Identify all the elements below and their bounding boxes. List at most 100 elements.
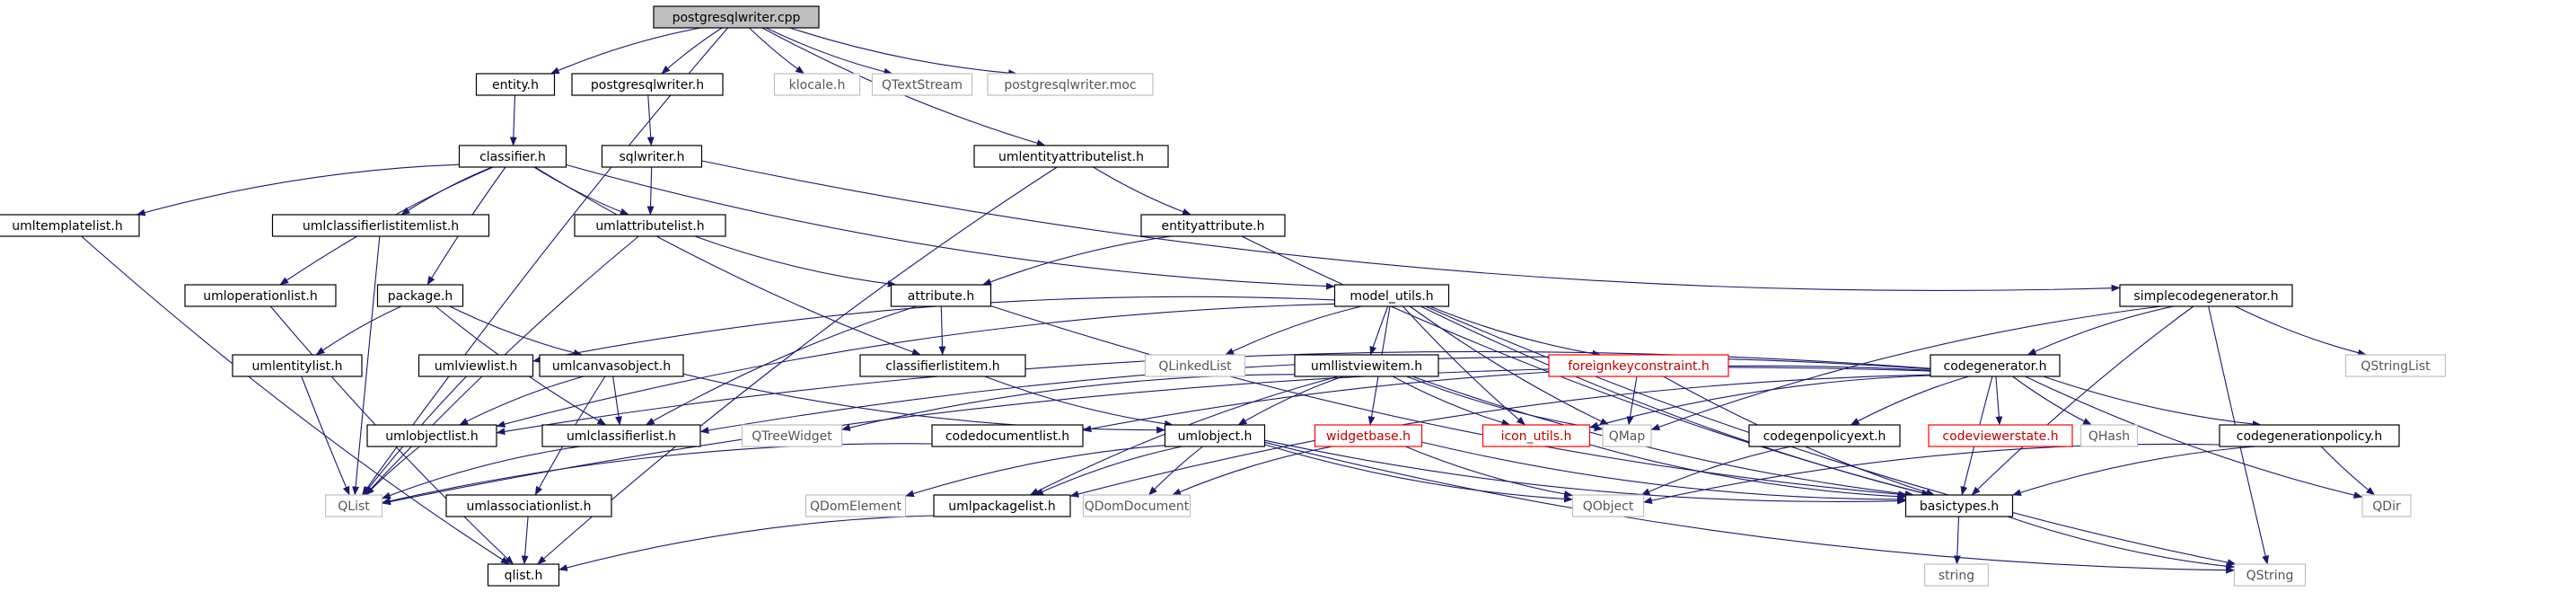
node-model-utils-h[interactable]: model_utils.h bbox=[1333, 284, 1450, 307]
edge-simplecodegenerator_h-to-QStringList bbox=[2235, 305, 2367, 357]
node-QDomDocument[interactable]: QDomDocument bbox=[1082, 494, 1191, 517]
node-entity-h[interactable]: entity.h bbox=[475, 73, 556, 96]
node-umllistviewitem-h[interactable]: umllistviewitem.h bbox=[1294, 354, 1439, 377]
node-QTreeWidget[interactable]: QTreeWidget bbox=[741, 424, 843, 447]
node-QString[interactable]: QString bbox=[2233, 563, 2307, 587]
node-codegenerator-h[interactable]: codegenerator.h bbox=[1930, 354, 2061, 377]
node-postgresqlwriter-moc[interactable]: postgresqlwriter.moc bbox=[987, 73, 1154, 96]
node-widgetbase-h[interactable]: widgetbase.h bbox=[1314, 424, 1423, 447]
node-box bbox=[987, 73, 1154, 96]
node-umloperationlist-h[interactable]: umloperationlist.h bbox=[184, 284, 337, 307]
node-icon-utils-h[interactable]: icon_utils.h bbox=[1481, 424, 1591, 447]
node-label: sqlwriter.h bbox=[619, 150, 684, 164]
edge-icon_utils_h-to-basictypes_h bbox=[1589, 444, 1906, 500]
node-QLinkedList[interactable]: QLinkedList bbox=[1144, 354, 1246, 377]
edge-postgresqlwriter_cpp-to-postgresqlwriter_moc bbox=[789, 27, 1017, 77]
node-umlpackagelist-h[interactable]: umlpackagelist.h bbox=[933, 494, 1071, 517]
edge-postgresqlwriter_cpp-to-QTextStream bbox=[765, 27, 893, 75]
node-entityattribute-h[interactable]: entityattribute.h bbox=[1140, 214, 1286, 237]
edge-umlattributelist_h-to-attribute_h bbox=[694, 235, 897, 287]
node-codeviewerstate-h[interactable]: codeviewerstate.h bbox=[1928, 424, 2073, 447]
edge-umlobject_h-to-QDomElement bbox=[905, 445, 1165, 498]
node-box bbox=[2119, 284, 2293, 307]
node-box bbox=[376, 284, 464, 307]
node-classifierlistitem-h[interactable]: classifierlistitem.h bbox=[859, 354, 1026, 377]
node-umlentitylist-h[interactable]: umlentitylist.h bbox=[232, 354, 363, 377]
edge-umltemplatelist_h-to-qlist_h bbox=[81, 235, 510, 565]
edge-simplecodegenerator_h-to-QMap bbox=[1650, 305, 2162, 431]
node-umlclassifierlistitemlist-h[interactable]: umlclassifierlistitemlist.h bbox=[271, 214, 490, 237]
node-QStringList[interactable]: QStringList bbox=[2344, 354, 2447, 377]
edge-codegenerator_h-to-QDir bbox=[2025, 376, 2363, 499]
node-label: umlassociationlist.h bbox=[466, 499, 591, 514]
node-QMap[interactable]: QMap bbox=[1602, 424, 1652, 447]
node-umlattributelist-h[interactable]: umlattributelist.h bbox=[574, 214, 726, 237]
edge-codegenerator_h-to-codeviewerstate_h bbox=[1995, 376, 2003, 426]
node-postgresqlwriter-h[interactable]: postgresqlwriter.h bbox=[571, 73, 724, 96]
node-label: umltemplatelist.h bbox=[12, 219, 122, 234]
node-QTextStream[interactable]: QTextStream bbox=[871, 73, 973, 96]
node-QDir[interactable]: QDir bbox=[2361, 494, 2412, 517]
node-box bbox=[1140, 214, 1286, 237]
edge-umlobject_h-to-QObject bbox=[1264, 444, 1573, 503]
node-umlassociationlist-h[interactable]: umlassociationlist.h bbox=[445, 494, 612, 517]
node-codedocumentlist-h[interactable]: codedocumentlist.h bbox=[931, 424, 1084, 447]
node-postgresqlwriter-cpp[interactable]: postgresqlwriter.cpp bbox=[653, 5, 820, 29]
node-basictypes-h[interactable]: basictypes.h bbox=[1904, 494, 2014, 517]
node-box bbox=[1314, 424, 1423, 447]
node-label: postgresqlwriter.h bbox=[591, 78, 704, 93]
node-label: umllistviewitem.h bbox=[1311, 359, 1422, 374]
node-attribute-h[interactable]: attribute.h bbox=[890, 284, 992, 307]
edge-widgetbase_h-to-QDomDocument bbox=[1172, 446, 1333, 496]
node-qlist-h[interactable]: qlist.h bbox=[487, 563, 560, 587]
edge-codegenerator_h-to-codegenerationpolicy_h bbox=[2043, 376, 2262, 428]
node-box bbox=[2361, 494, 2412, 517]
node-codegenpolicyext-h[interactable]: codegenpolicyext.h bbox=[1748, 424, 1901, 447]
edge-umllistviewitem_h-to-umlobject_h bbox=[1237, 376, 1344, 426]
edge-postgresqlwriter_cpp-to-klocale_h bbox=[749, 27, 805, 75]
node-label: codedocumentlist.h bbox=[945, 429, 1069, 444]
node-classifier-h[interactable]: classifier.h bbox=[458, 145, 567, 168]
node-umlviewlist-h[interactable]: umlviewlist.h bbox=[418, 354, 534, 377]
node-box bbox=[2233, 563, 2307, 587]
edge-model_utils_h-to-foreignkeyconstraint_h bbox=[1429, 305, 1602, 358]
node-umlentityattributelist-h[interactable]: umlentityattributelist.h bbox=[973, 145, 1169, 168]
node-klocale-h[interactable]: klocale.h bbox=[773, 73, 861, 96]
node-QObject[interactable]: QObject bbox=[1571, 494, 1645, 517]
node-box bbox=[232, 354, 363, 377]
node-umlclassifierlist-h[interactable]: umlclassifierlist.h bbox=[541, 424, 701, 447]
edge-umlobject_h-to-QDomDocument bbox=[1148, 446, 1203, 496]
node-box bbox=[571, 73, 724, 96]
node-codegenerationpolicy-h[interactable]: codegenerationpolicy.h bbox=[2219, 424, 2400, 447]
node-label: package.h bbox=[388, 289, 453, 304]
edge-umlentitylist_h-to-QList bbox=[301, 376, 350, 496]
node-label: attribute.h bbox=[908, 289, 974, 304]
node-sqlwriter-h[interactable]: sqlwriter.h bbox=[601, 145, 703, 168]
node-package-h[interactable]: package.h bbox=[376, 284, 464, 307]
node-label: umloperationlist.h bbox=[203, 289, 318, 304]
node-label: umlattributelist.h bbox=[595, 219, 704, 234]
edge-foreignkeyconstraint_h-to-QMap bbox=[1626, 376, 1638, 426]
node-box bbox=[1602, 424, 1652, 447]
node-label: foreignkeyconstraint.h bbox=[1568, 359, 1710, 374]
node-umlobjectlist-h[interactable]: umlobjectlist.h bbox=[366, 424, 497, 447]
node-QDomElement[interactable]: QDomElement bbox=[804, 494, 907, 517]
node-umlcanvasobject-h[interactable]: umlcanvasobject.h bbox=[539, 354, 684, 377]
node-simplecodegenerator-h[interactable]: simplecodegenerator.h bbox=[2119, 284, 2293, 307]
node-QHash[interactable]: QHash bbox=[2079, 424, 2139, 447]
node-label: QHash bbox=[2088, 429, 2130, 444]
node-box bbox=[1164, 424, 1266, 447]
node-umlobject-h[interactable]: umlobject.h bbox=[1164, 424, 1266, 447]
node-box bbox=[2219, 424, 2400, 447]
node-string[interactable]: string bbox=[1923, 563, 1990, 587]
node-box bbox=[741, 424, 843, 447]
node-label: classifierlistitem.h bbox=[885, 359, 999, 374]
node-box bbox=[1294, 354, 1439, 377]
node-box bbox=[1144, 354, 1246, 377]
node-umltemplatelist-h[interactable]: umltemplatelist.h bbox=[0, 214, 140, 237]
node-foreignkeyconstraint-h[interactable]: foreignkeyconstraint.h bbox=[1548, 354, 1729, 377]
edge-codegenerator_h-to-umlpackagelist_h bbox=[1069, 374, 1931, 498]
node-QList[interactable]: QList bbox=[324, 494, 383, 517]
node-label: klocale.h bbox=[789, 78, 846, 93]
